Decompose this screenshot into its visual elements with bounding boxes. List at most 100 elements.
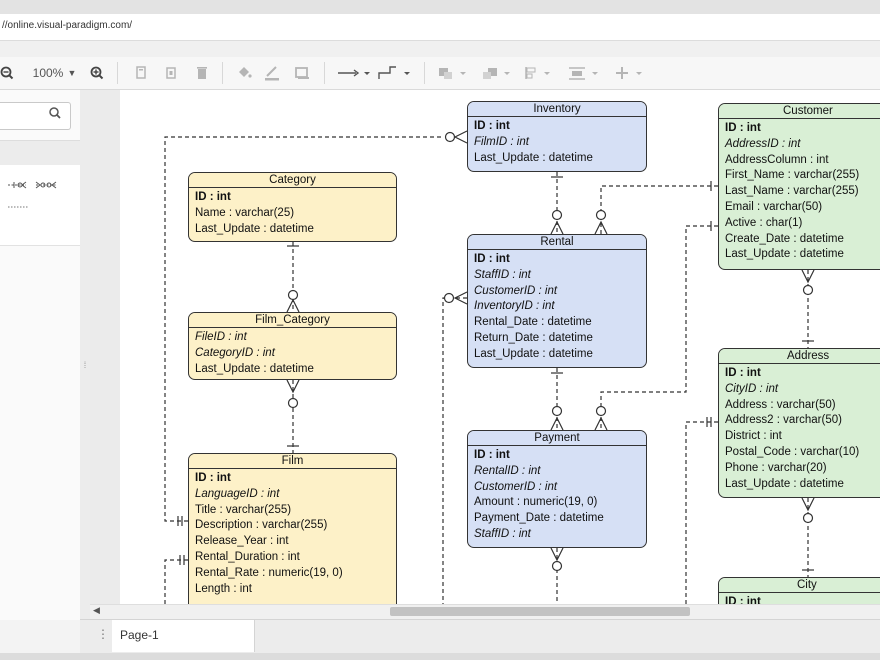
entity-field[interactable]: Last_Update : datetime [195,222,314,235]
entity-field[interactable]: StaffID : int [474,527,531,540]
entity-field[interactable]: Rental_Duration : int [195,550,300,563]
entity-field[interactable]: RentalID : int [474,464,541,477]
entity-field[interactable]: CityID : int [725,382,779,395]
connector-film-inventory[interactable] [164,130,468,526]
entity-field[interactable]: ID : int [474,449,510,461]
entity-field[interactable]: Rental_Date : datetime [474,316,592,329]
zoom-out-icon[interactable] [0,64,14,82]
entity-field[interactable]: Amount : numeric(19, 0) [474,496,598,509]
page-tab[interactable] [112,620,255,652]
entity-field[interactable]: FilmID : int [474,135,529,148]
entity-field[interactable]: Rental_Rate : numeric(19, 0) [195,566,343,579]
entity-field[interactable]: District : int [725,430,782,443]
entity-field[interactable]: Return_Date : datetime [474,331,593,344]
connector-address-city[interactable] [801,497,815,577]
entity-field[interactable]: CustomerID : int [474,480,558,493]
panel-splitter[interactable] [80,90,90,620]
entity-field[interactable]: Last_Update : datetime [474,151,593,164]
entity-field[interactable]: Length : int [195,582,252,595]
entity-field[interactable]: Active : char(1) [725,216,803,229]
connector-customer-payment[interactable] [594,221,718,431]
entity-field[interactable]: Phone : varchar(20) [725,461,827,474]
entity-field[interactable]: Address2 : varchar(50) [725,414,842,427]
entity-field[interactable]: LanguageID : int [195,487,280,500]
zoom-in-icon[interactable] [88,64,106,82]
connector-film-lower[interactable] [164,555,188,604]
entity-field[interactable]: Email : varchar(50) [725,200,823,213]
entity-field[interactable]: Last_Update : datetime [725,477,844,490]
to-front-icon[interactable] [436,64,472,82]
entity-field[interactable]: AddressColumn : int [725,153,829,166]
entity-field[interactable]: Payment_Date : datetime [474,512,604,525]
connector-style-icon[interactable] [336,64,372,82]
connector-rental-payment[interactable] [550,368,564,431]
delete-icon[interactable] [193,64,211,82]
entity-field[interactable]: AddressID : int [725,137,801,150]
entity-field[interactable]: CategoryID : int [195,346,275,359]
scrollbar-thumb[interactable] [390,607,690,616]
entity-field[interactable]: InventoryID : int [474,300,555,313]
entity-field[interactable]: Release_Year : int [195,535,289,548]
connector-inventory-rental[interactable] [550,172,564,235]
entity-field[interactable]: Postal_Code : varchar(10) [725,445,860,458]
entity-field[interactable]: FileID : int [195,331,247,343]
copy-icon[interactable] [132,64,150,82]
entity-field[interactable]: Address : varchar(50) [725,398,836,411]
entity-field[interactable]: ID : int [725,122,761,134]
entity-field[interactable]: ID : int [474,253,510,265]
entity-field[interactable]: CustomerID : int [474,284,558,297]
shadow-icon[interactable] [292,64,312,82]
entity-field[interactable]: Name : varchar(25) [195,206,295,219]
entity-field[interactable]: Title : varchar(255) [195,503,292,516]
connector-address-left[interactable] [685,417,718,604]
toolbar-separator [222,62,223,84]
entity-field[interactable]: Description : varchar(255) [195,519,328,532]
zoom-level[interactable]: 100% [32,66,64,80]
many-to-many-shape-icon[interactable] [35,181,57,189]
waypoint-style-icon[interactable] [376,64,412,82]
connector-payment-staff[interactable] [550,547,564,604]
entity-title: Address [719,349,880,364]
connector-category-filmcategory[interactable] [286,242,300,313]
entity-field[interactable]: Last_Update : datetime [725,248,844,261]
connector-customer-rental[interactable] [594,181,718,235]
page-menu-icon[interactable]: ⋮ [97,627,109,641]
connector-film-filmcategory[interactable] [286,379,300,453]
line-color-icon[interactable] [262,64,282,82]
entity-field[interactable]: StaffID : int [474,268,531,281]
entity-field[interactable]: Create_Date : datetime [725,232,844,245]
search-icon[interactable] [48,106,62,123]
entity-field[interactable]: Last_Update : datetime [195,362,314,375]
entity-field[interactable]: ID : int [195,472,231,484]
zoom-dropdown-icon[interactable]: ▼ [67,68,77,78]
paste-icon[interactable] [162,64,180,82]
distribute-icon[interactable] [566,64,606,82]
splitter-handle-icon[interactable]: ⁞ [83,360,87,370]
page-tab-label[interactable]: Page-1 [120,628,159,642]
address-bar[interactable] [0,14,880,41]
entity-field[interactable]: First_Name : varchar(255) [725,169,860,182]
connector-rental-staff[interactable] [442,291,468,604]
insert-icon[interactable] [612,64,648,82]
address-url[interactable]: //online.visual-paradigm.com/ [2,20,133,31]
one-to-many-shape-icon[interactable] [8,181,27,189]
scroll-left-icon[interactable]: ◀ [93,605,100,615]
entity-field[interactable]: ID : int [474,120,510,132]
entity-field[interactable]: Last_Update : datetime [474,347,593,360]
entity-field[interactable]: Last_Name : varchar(255) [725,185,859,198]
connector-customer-address[interactable] [801,269,815,348]
entity-field[interactable]: ID : int [725,367,761,379]
fill-color-icon[interactable] [234,64,254,82]
browser-top-strip [0,0,880,14]
to-back-icon[interactable] [480,64,516,82]
entity-field[interactable]: ID : int [195,191,231,203]
align-icon[interactable] [522,64,558,82]
